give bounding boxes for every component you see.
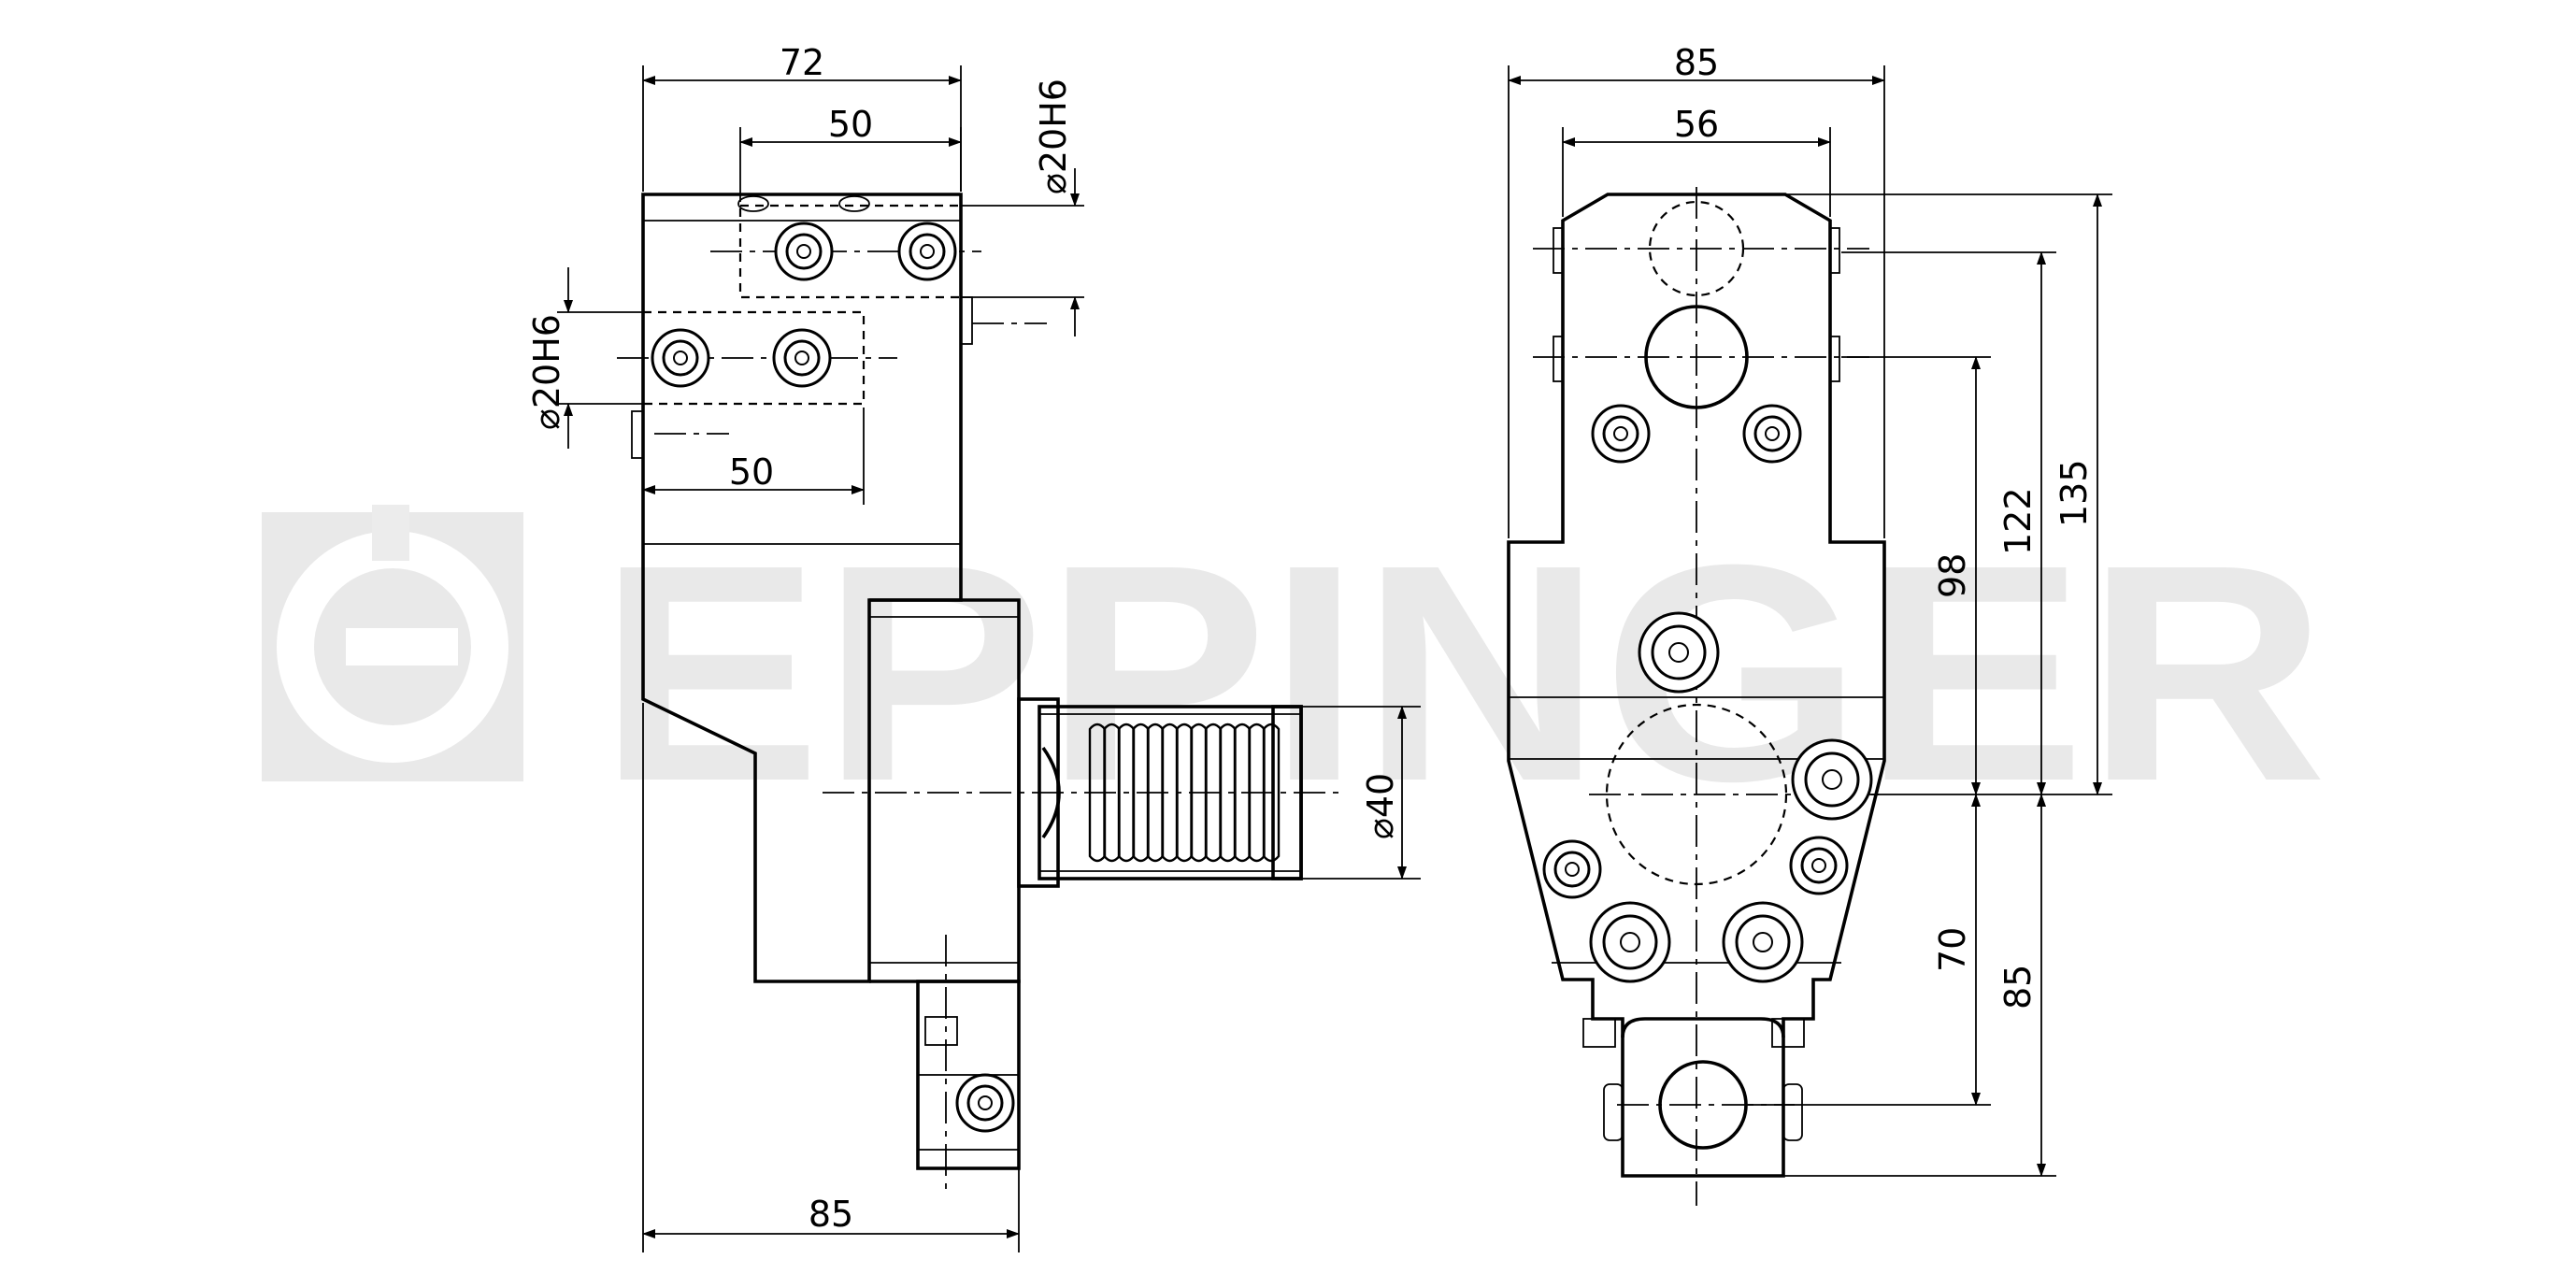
front-bolt-icon bbox=[1742, 404, 1802, 464]
dim-side-spindle-dia: ⌀40 bbox=[1360, 773, 1401, 839]
dim-side-lower-pocket: 50 bbox=[729, 451, 774, 493]
dim-front-inner-width: 56 bbox=[1674, 104, 1719, 145]
dim-side-lower-bore: ⌀20H6 bbox=[526, 314, 567, 430]
front-dimensions: 85 56 98 122 135 70 bbox=[1508, 42, 2112, 1177]
front-large-bolt-icon bbox=[1589, 901, 1671, 983]
side-bolt-icon bbox=[897, 222, 957, 281]
front-bolt-icon bbox=[1591, 404, 1651, 464]
dim-front-70: 70 bbox=[1932, 927, 1973, 972]
front-large-bolt-icon bbox=[1638, 611, 1720, 694]
dim-front-122: 122 bbox=[1997, 487, 2039, 555]
front-bolt-icon bbox=[1542, 839, 1602, 899]
side-view: 72 50 ⌀20H6 ⌀20H6 50 ⌀4 bbox=[526, 42, 1421, 1252]
side-bolt-icon bbox=[774, 222, 834, 281]
dim-front-top-width: 85 bbox=[1674, 42, 1719, 83]
dim-side-bottom-width: 85 bbox=[809, 1194, 853, 1235]
dim-front-85: 85 bbox=[1997, 965, 2039, 1009]
side-upper-pocket bbox=[738, 204, 963, 299]
dim-front-135: 135 bbox=[2054, 459, 2095, 527]
watermark-logo-icon bbox=[277, 505, 508, 763]
dim-side-upper-bore: ⌀20H6 bbox=[1033, 79, 1074, 194]
dim-front-98: 98 bbox=[1932, 553, 1973, 598]
front-bolt-icon bbox=[1789, 836, 1849, 895]
front-view: 85 56 98 122 135 70 bbox=[1507, 42, 2112, 1206]
front-large-bolt-icon bbox=[1791, 738, 1873, 821]
side-lower-pocket bbox=[641, 310, 866, 406]
side-bolt-icon bbox=[651, 328, 710, 388]
dim-side-top-width: 72 bbox=[780, 42, 824, 83]
side-clamp-bolt-icon bbox=[955, 1073, 1015, 1133]
dim-side-upper-pocket: 50 bbox=[828, 104, 873, 145]
serration-ridge bbox=[1262, 723, 1281, 863]
side-dimensions: 72 50 ⌀20H6 ⌀20H6 50 ⌀4 bbox=[526, 42, 1421, 1252]
side-lower-clamp bbox=[916, 980, 1021, 1170]
side-spindle-serration bbox=[1088, 723, 1281, 863]
side-bolt-icon bbox=[772, 328, 832, 388]
watermark-brand-text: EPPINGER bbox=[598, 500, 2327, 845]
front-large-bolt-icon bbox=[1722, 901, 1804, 983]
